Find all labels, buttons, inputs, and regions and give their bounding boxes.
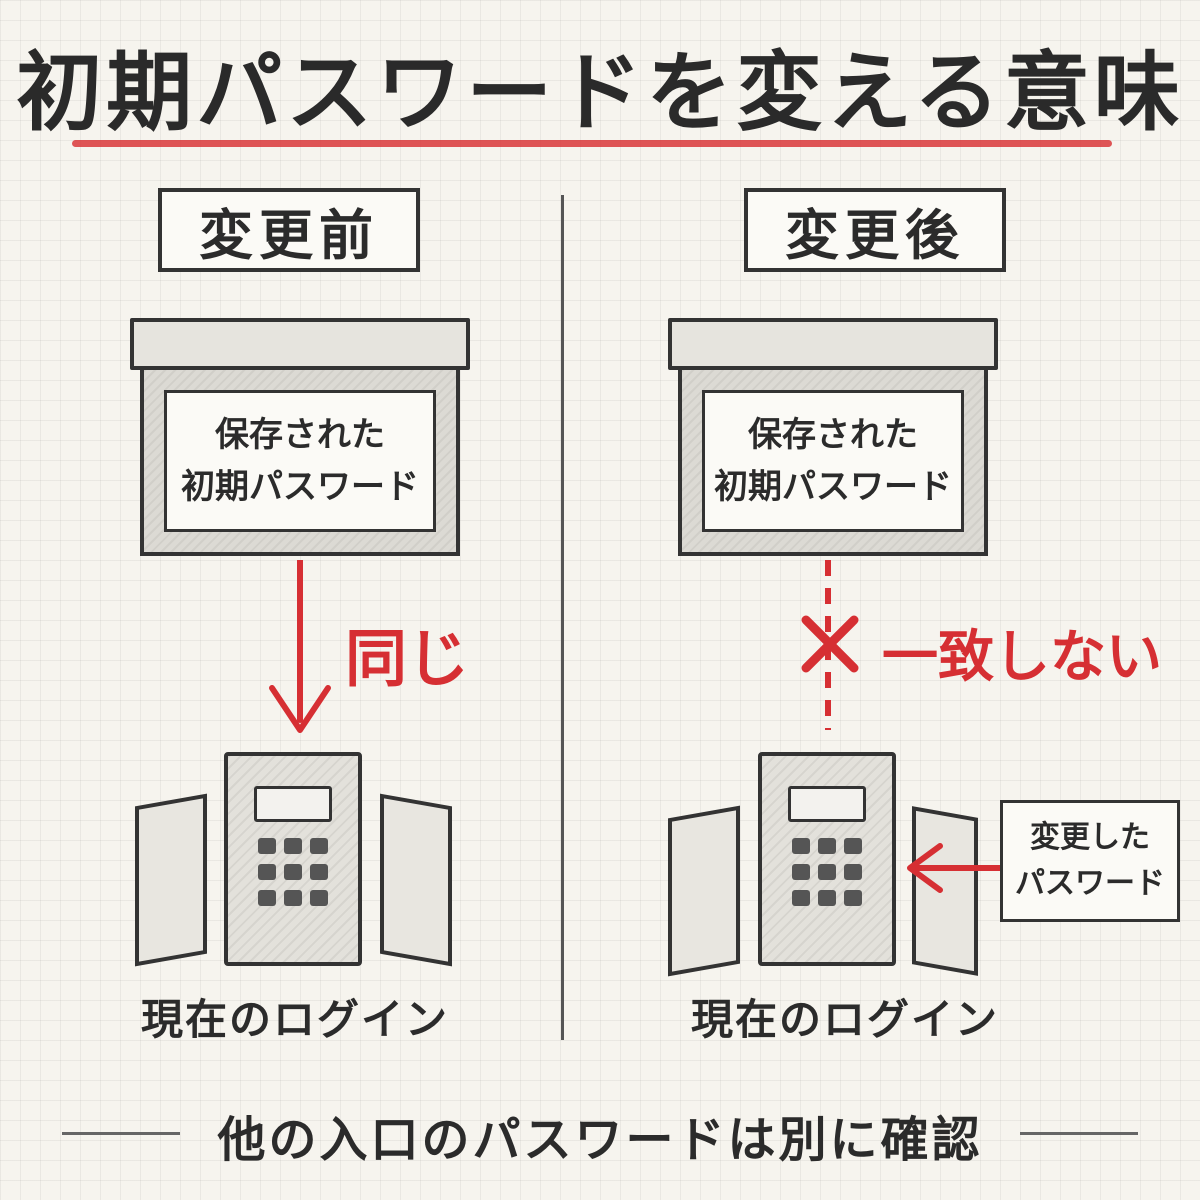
- before-relation-text: 同じ: [345, 622, 470, 695]
- after-relation-text: 一致しない: [882, 625, 1162, 690]
- new-password-arrow: [907, 843, 1007, 893]
- before-match-arrow: [269, 560, 331, 733]
- after-box-line1: 保存された: [748, 415, 918, 455]
- footer-rule-left: [62, 1132, 180, 1135]
- before-left-door: [135, 793, 207, 967]
- after-left-door: [668, 805, 740, 977]
- mismatch-x-icon: [801, 615, 859, 673]
- title-underline: [72, 140, 1112, 147]
- note-line2: パスワード: [1015, 866, 1165, 901]
- before-login-caption: 現在のログイン: [140, 995, 449, 1044]
- after-terminal-screen: [788, 786, 866, 822]
- after-login-caption: 現在のログイン: [690, 995, 999, 1044]
- before-label: 変更前: [158, 188, 420, 272]
- before-keypad: [258, 838, 338, 918]
- page-title: 初期パスワードを変える意味: [16, 43, 1184, 143]
- after-box-line2: 初期パスワード: [714, 467, 952, 507]
- changed-password-note: 変更した パスワード: [1000, 800, 1180, 922]
- note-line1: 変更した: [1030, 820, 1150, 855]
- center-divider: [561, 195, 564, 1040]
- before-box-body: 保存された 初期パスワード: [140, 366, 460, 556]
- before-box-line2: 初期パスワード: [181, 467, 419, 507]
- before-login-terminal: [224, 752, 362, 966]
- before-terminal-screen: [254, 786, 332, 822]
- after-storage-box: 保存された 初期パスワード: [668, 318, 998, 558]
- after-label: 変更後: [744, 188, 1006, 272]
- after-box-lid: [668, 318, 998, 370]
- before-storage-box: 保存された 初期パスワード: [130, 318, 470, 558]
- before-box-line1: 保存された: [215, 415, 385, 455]
- before-box-lid: [130, 318, 470, 370]
- after-box-label: 保存された 初期パスワード: [702, 390, 964, 532]
- after-box-body: 保存された 初期パスワード: [678, 366, 988, 556]
- before-right-door: [380, 793, 452, 967]
- after-login-terminal: [758, 752, 896, 966]
- before-box-label: 保存された 初期パスワード: [164, 390, 436, 532]
- after-keypad: [792, 838, 872, 918]
- footer-rule-right: [1020, 1132, 1138, 1135]
- footer-note: 他の入口のパスワードは別に確認: [217, 1112, 983, 1168]
